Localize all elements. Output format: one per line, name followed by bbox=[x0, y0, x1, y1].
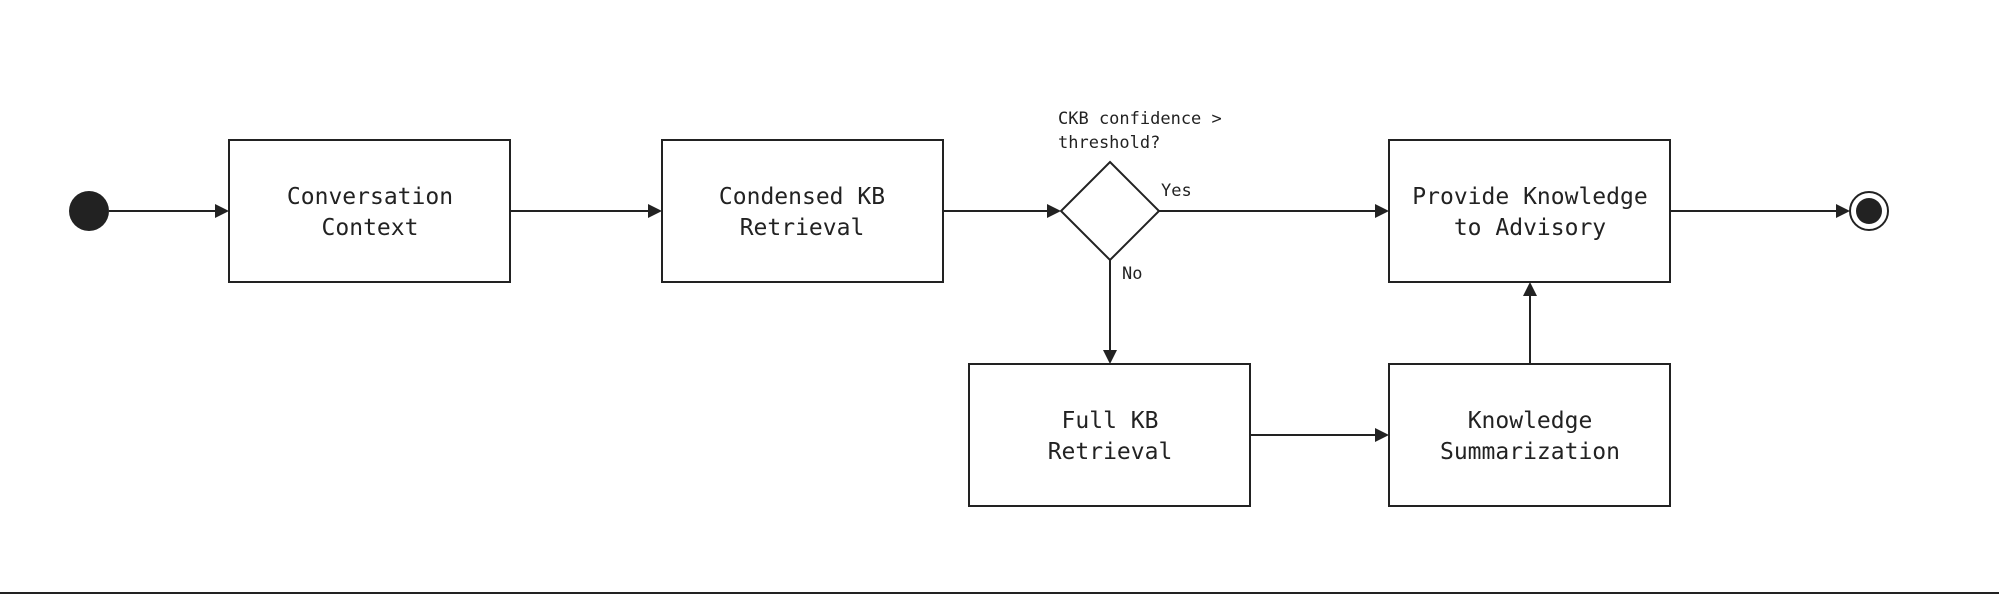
node-full-kb-line2: Retrieval bbox=[1048, 439, 1173, 465]
edge-condensed-to-decision bbox=[943, 204, 1061, 218]
node-full-kb-retrieval: Full KB Retrieval bbox=[968, 363, 1251, 507]
node-condensed-kb-retrieval: Condensed KB Retrieval bbox=[661, 139, 944, 283]
node-summarization-line1: Knowledge bbox=[1468, 408, 1593, 434]
node-conversation-context-line1: Conversation bbox=[287, 184, 453, 210]
decision-question-line1: CKB confidence > bbox=[1058, 109, 1222, 129]
edge-context-to-condensed bbox=[510, 204, 662, 218]
edge-start-to-context bbox=[109, 204, 229, 218]
edge-label-yes: Yes bbox=[1161, 181, 1192, 201]
node-summarization-line2: Summarization bbox=[1440, 439, 1620, 465]
node-condensed-kb-line2: Retrieval bbox=[740, 215, 865, 241]
end-node bbox=[1849, 191, 1889, 231]
node-full-kb-line1: Full KB bbox=[1062, 408, 1159, 434]
start-node bbox=[69, 191, 109, 231]
node-conversation-context-line2: Context bbox=[322, 215, 419, 241]
edge-full-to-summarization bbox=[1250, 428, 1389, 442]
edge-decision-no bbox=[1103, 260, 1117, 364]
node-conversation-context: Conversation Context bbox=[228, 139, 511, 283]
edge-summarization-to-provide bbox=[1523, 282, 1537, 364]
node-knowledge-summarization: Knowledge Summarization bbox=[1388, 363, 1671, 507]
edge-provide-to-end bbox=[1670, 204, 1850, 218]
edge-label-no: No bbox=[1122, 264, 1142, 284]
decision-node bbox=[1059, 160, 1161, 262]
node-condensed-kb-line1: Condensed KB bbox=[719, 184, 885, 210]
edge-decision-yes bbox=[1159, 204, 1389, 218]
node-provide-knowledge-line1: Provide Knowledge bbox=[1412, 184, 1647, 210]
decision-question-line2: threshold? bbox=[1058, 133, 1160, 153]
node-provide-knowledge: Provide Knowledge to Advisory bbox=[1388, 139, 1671, 283]
node-provide-knowledge-line2: to Advisory bbox=[1454, 215, 1606, 241]
